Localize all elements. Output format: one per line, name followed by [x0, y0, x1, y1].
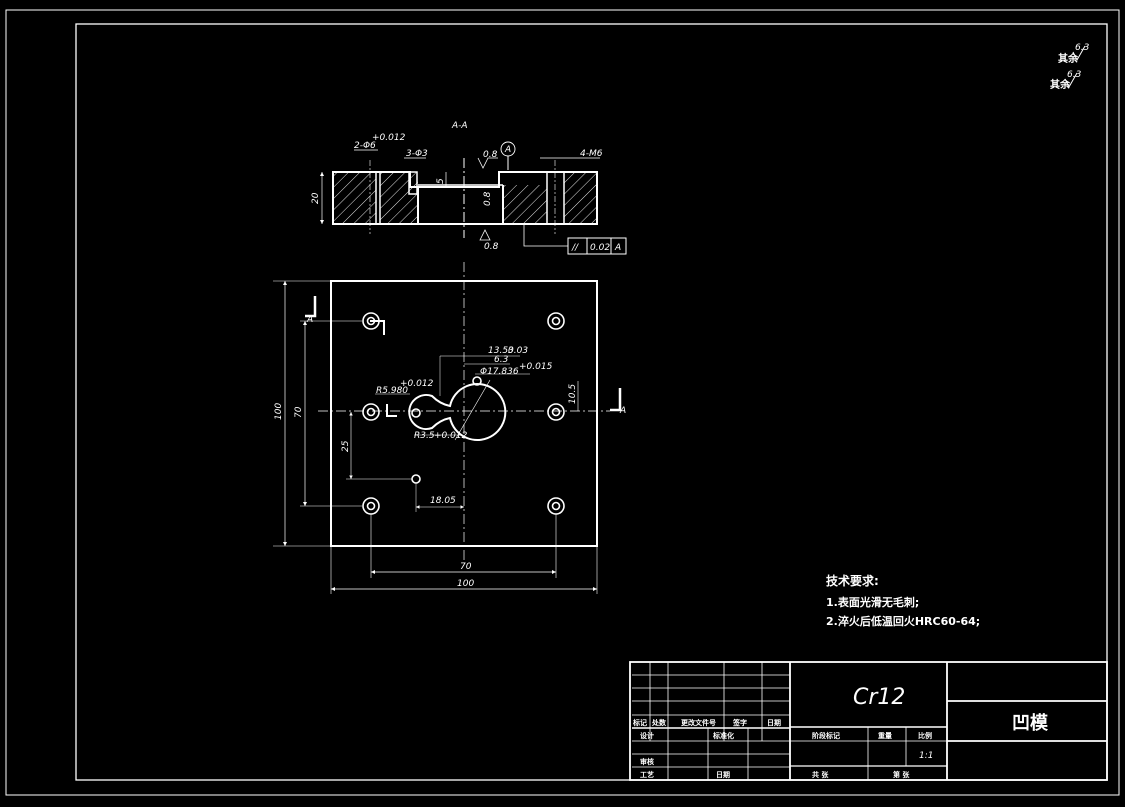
dim-overall-width: 100: [457, 579, 474, 589]
title-block-text: Cr12 凹模 标记 处数 更改文件号 签字 日期 设计 审核 工艺 标准化 日…: [632, 685, 1049, 779]
dim-bolt-height: 70: [294, 406, 304, 418]
dim-height: 20: [311, 192, 321, 204]
rev-header-sign: 签字: [732, 718, 747, 727]
rev-header-mark: 标记: [632, 718, 647, 727]
tol-datum: A: [614, 243, 621, 253]
tech-item-2: 2.淬火后低温回火HRC60-64;: [826, 614, 980, 628]
datum-label: A: [504, 145, 511, 155]
dim-r-small-tol: +0.012: [400, 379, 434, 389]
part-name: 凹模: [1012, 712, 1049, 734]
outer-frame: [5, 9, 1120, 796]
rev-header-count: 处数: [651, 718, 667, 727]
section-label: A-A: [451, 121, 468, 131]
sheets-total: 共 张: [812, 770, 829, 779]
tech-requirements: 技术要求: 1.表面光滑无毛刺; 2.淬火后低温回火HRC60-64;: [826, 573, 980, 628]
dim-r-bottom-tol: +0.012: [434, 431, 468, 441]
dim-thread: 4-M6: [580, 149, 603, 159]
stage-mark: 阶段标记: [812, 731, 840, 740]
dim-dia-top-tol: +0.015: [519, 362, 553, 372]
dim-bolt-width: 70: [460, 562, 472, 572]
sheet-no: 第 张: [893, 770, 910, 779]
approve-label: 日期: [716, 770, 730, 779]
finish-top: 0.8: [483, 150, 498, 160]
roughness-notes: 其余 6.3 其余 6.3: [1050, 43, 1090, 91]
tech-item-1: 1.表面光滑无毛刺;: [826, 595, 919, 609]
weight-label: 重量: [878, 731, 892, 740]
tol-symbol: //: [571, 243, 579, 253]
role-process: 工艺: [640, 770, 654, 779]
dim-overall-height: 100: [274, 403, 284, 420]
dim-hole-left: 2-Φ6: [354, 141, 376, 151]
die-cavity: [408, 383, 507, 441]
scale-value: 1:1: [919, 751, 933, 761]
dim-offset-v: 10.5: [568, 384, 578, 404]
dim-r-small: R5.980: [376, 386, 408, 396]
roughness-value-1: 6.3: [1075, 43, 1090, 53]
roughness-symbol-icon: [1064, 72, 1078, 89]
dim-25: 25: [341, 440, 351, 452]
tol-value: 0.02: [590, 243, 610, 253]
inner-frame: [75, 23, 1108, 781]
roughness-label-1: 其余: [1058, 52, 1079, 65]
finish-side: 0.8: [483, 191, 493, 206]
roughness-symbol-icon: [1072, 45, 1086, 62]
std-label: 标准化: [712, 731, 734, 740]
tech-heading: 技术要求:: [826, 573, 879, 588]
role-design: 设计: [640, 731, 654, 740]
cut-label-left: A: [306, 315, 313, 325]
rev-header-date: 日期: [767, 718, 781, 727]
rev-header-doc: 更改文件号: [681, 718, 716, 727]
plan-view: A A 100 70 70 100 13.53 0.03 6.3 Φ17.836…: [273, 262, 626, 594]
section-view: 20 5 2-Φ6 +0.012 3-Φ3 4-M6 0.8 A 0.8 0.8…: [311, 133, 627, 255]
dim-dia-top: Φ17.836: [480, 367, 519, 377]
dim-r-bottom: R3.5: [414, 431, 435, 441]
dim-13-53-tol: 0.03: [508, 346, 528, 356]
material: Cr12: [853, 685, 905, 710]
tolerance-frame: [567, 237, 627, 255]
scale-label: 比例: [918, 731, 932, 740]
role-review: 审核: [640, 757, 654, 766]
roughness-value-2: 6.3: [1067, 70, 1082, 80]
cut-label-right: A: [619, 406, 626, 416]
dim-hole-mid: 3-Φ3: [406, 149, 428, 159]
title-block: [629, 661, 1108, 781]
dim-6-3: 6.3: [494, 355, 509, 365]
dim-hole-left-tol: +0.012: [372, 133, 406, 143]
dim-18-05: 18.05: [430, 496, 456, 506]
finish-bottom: 0.8: [484, 242, 499, 252]
dim-13-53: 13.53: [488, 346, 514, 356]
dim-depth: 5: [436, 178, 446, 184]
